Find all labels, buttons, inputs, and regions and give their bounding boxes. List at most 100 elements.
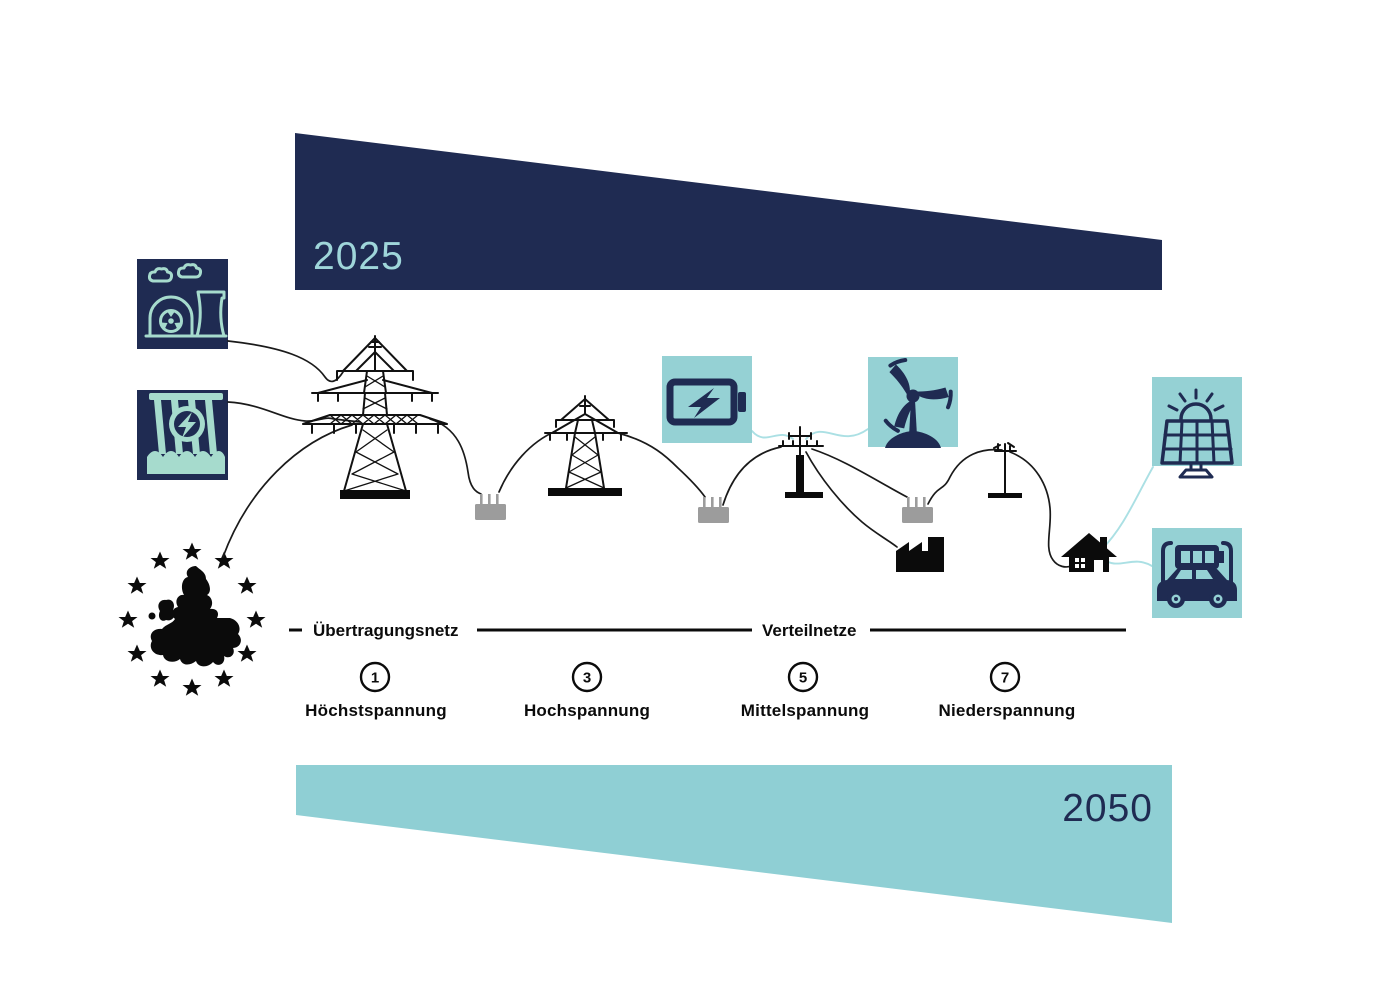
battery-cell <box>1181 551 1190 563</box>
wire-tower2-to-transformer2 <box>617 432 706 498</box>
house-window <box>1075 558 1079 562</box>
transformer-prong <box>703 497 706 508</box>
cloud-icon <box>176 263 203 279</box>
wire-hydro-to-tower <box>227 401 361 423</box>
ev-car-window <box>1175 570 1192 579</box>
transformer-body <box>475 504 506 520</box>
level-number: 7 <box>1001 670 1009 687</box>
utility-pole-icon <box>778 426 824 498</box>
level-number-circle <box>571 661 603 693</box>
ev-wheel <box>1167 590 1185 608</box>
radiation-core <box>168 318 174 324</box>
tower-head <box>336 337 414 381</box>
transmission-network-label: Übertragungsnetz <box>313 621 458 640</box>
ireland-dot <box>148 612 156 620</box>
tower-base <box>340 490 410 499</box>
voltage-level-5: 5 Mittelspannung <box>741 661 869 720</box>
charge-bracket-left <box>1161 541 1173 585</box>
year-2025-label: 2025 <box>313 235 404 278</box>
battery-terminal <box>738 392 746 412</box>
turbine-wheel <box>169 406 205 442</box>
wire-pole2-to-house <box>1009 451 1072 568</box>
wire-transformer3-to-pole2 <box>927 448 1003 505</box>
wire-pole-to-factory <box>805 451 898 548</box>
level-number-circle <box>787 661 819 693</box>
tower-legs <box>343 423 407 492</box>
dam-crest <box>149 393 223 400</box>
level-number: 1 <box>371 670 379 687</box>
house-window <box>1075 564 1079 568</box>
wire-eu-to-tower <box>222 424 353 558</box>
transformer-prong <box>488 494 491 505</box>
battery-cell <box>1193 551 1202 563</box>
sun-icon <box>1179 402 1213 421</box>
level-number: 3 <box>583 670 591 687</box>
voltage-level-3: 3 Hochspannung <box>524 661 650 720</box>
tower-lattice <box>364 375 386 388</box>
transmission-tower2-icon <box>544 395 628 496</box>
wire-battery-to-pole <box>751 430 794 440</box>
transformer-body <box>698 507 729 523</box>
level-number-circle <box>359 661 391 693</box>
tower2-base <box>548 488 622 496</box>
lightning-bolt-icon <box>688 388 720 418</box>
voltage-label: Niederspannung <box>939 701 1076 720</box>
wedge-2025-shape <box>295 133 1162 290</box>
turbine-mound <box>885 431 941 448</box>
wire-pole-to-transformer3 <box>811 448 908 498</box>
house-window <box>1081 564 1085 568</box>
level-number-circle <box>989 661 1021 693</box>
dam-pillar <box>154 400 166 454</box>
ev-car-window <box>1196 570 1213 579</box>
cloud-icon <box>147 267 174 283</box>
solar-panel-icon <box>1152 377 1242 479</box>
transformer-prong <box>711 497 714 508</box>
tower-insulators <box>311 423 439 434</box>
tower-lattice <box>343 429 407 492</box>
lightning-bolt-icon <box>178 412 196 438</box>
ev-charging-icon <box>1152 528 1242 618</box>
level-number: 5 <box>799 670 807 687</box>
panel-grid <box>1162 419 1233 465</box>
transformer-prong <box>496 494 499 505</box>
transmission-tower-icon <box>302 335 448 499</box>
wire-tower-to-transformer1 <box>429 418 482 495</box>
voltage-levels-row: 1 Höchstspannung 3 Hochspannung 5 Mittel… <box>305 661 1076 720</box>
tower2-lattice <box>565 436 605 489</box>
transformer-icon <box>698 497 729 523</box>
wind-turbine-icon <box>868 357 958 448</box>
house-door <box>1094 560 1103 572</box>
tower-lattice <box>362 397 388 410</box>
turbine-rotor <box>883 358 953 433</box>
transformer-prong <box>923 497 926 508</box>
tower-lattice <box>329 414 419 425</box>
utility-pole-small-icon <box>988 442 1022 498</box>
voltage-level-1: 1 Höchstspannung <box>305 661 447 720</box>
house-window <box>1081 558 1085 562</box>
ev-wheel <box>1209 590 1227 608</box>
year-2050-label: 2050 <box>1062 787 1153 830</box>
house-chimney <box>1100 537 1107 549</box>
voltage-label: Höchstspannung <box>305 701 447 720</box>
house-icon <box>1061 533 1117 572</box>
battery-storage-icon <box>662 356 752 443</box>
wedge-2050-shape <box>296 765 1172 923</box>
voltage-label: Mittelspannung <box>741 701 869 720</box>
tower2-crossarm <box>544 413 628 441</box>
pole-base <box>785 492 823 498</box>
radiation-blade <box>159 322 168 331</box>
turbine-blade <box>888 358 910 399</box>
transformer-prong <box>907 497 910 508</box>
wire-transformer2-to-pole <box>722 446 782 506</box>
voltage-label: Hochspannung <box>524 701 650 720</box>
ev-battery-terminal <box>1219 551 1224 563</box>
sun-rays <box>1167 388 1225 412</box>
distribution-network-label: Verteilnetze <box>762 621 857 640</box>
tower2-head <box>555 398 615 428</box>
pole-crossarms <box>778 426 824 458</box>
turbine-blade <box>913 387 953 410</box>
battery-outline <box>666 378 738 426</box>
transformer-icon <box>475 494 506 520</box>
